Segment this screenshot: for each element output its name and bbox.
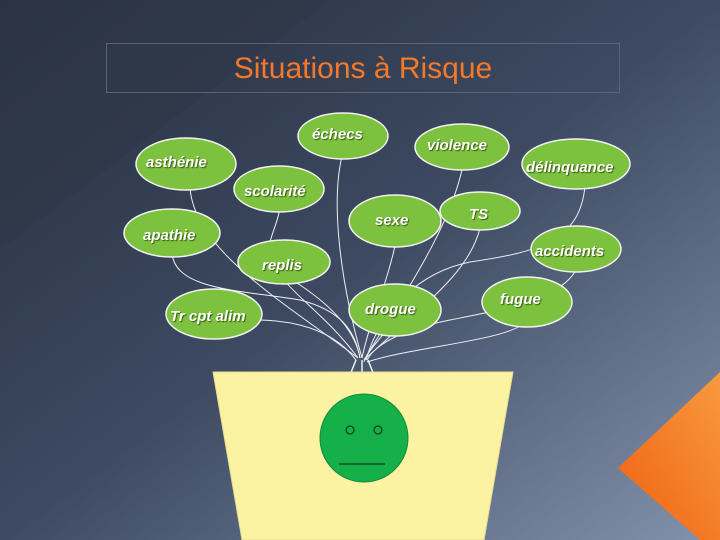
label-apathie: apathie bbox=[143, 227, 196, 244]
right-eye-icon bbox=[373, 425, 383, 435]
bubble-fugue bbox=[481, 276, 573, 328]
bubble-delinquance bbox=[521, 138, 631, 190]
bubble-sexe bbox=[348, 194, 442, 248]
bubble-accidents bbox=[530, 225, 622, 273]
label-fugue: fugue bbox=[500, 291, 541, 308]
bubble-ts bbox=[439, 191, 521, 231]
branch-scolarite bbox=[268, 207, 361, 359]
branch-ts bbox=[365, 227, 481, 359]
label-echecs: échecs bbox=[312, 126, 363, 143]
branch-echecs bbox=[336, 151, 363, 359]
label-drogue: drogue bbox=[365, 301, 416, 318]
bubble-echecs bbox=[297, 112, 389, 160]
label-asthenie: asthénie bbox=[146, 154, 207, 171]
label-sexe: sexe bbox=[375, 212, 409, 229]
branch-replis bbox=[283, 279, 359, 359]
label-tr-cpt-alim: Tr cpt alim bbox=[170, 308, 246, 325]
branch-apathie bbox=[171, 252, 361, 359]
bubble-replis bbox=[237, 239, 331, 285]
page-title: Situations à Risque bbox=[233, 52, 493, 85]
left-eye-icon bbox=[345, 425, 355, 435]
label-scolarite: scolarité bbox=[244, 183, 306, 200]
bubble-drogue bbox=[348, 283, 442, 337]
bubble-asthenie bbox=[135, 137, 237, 191]
label-delinquance: délinquance bbox=[526, 159, 614, 176]
corner-accent-shape bbox=[618, 372, 720, 540]
label-accidents: accidents bbox=[535, 243, 605, 260]
bubble-violence bbox=[414, 123, 510, 171]
label-ts: TS bbox=[469, 206, 489, 223]
bubble-tr-cpt-alim bbox=[165, 288, 263, 340]
title-frame bbox=[106, 43, 620, 93]
face bbox=[319, 393, 409, 483]
label-violence: violence bbox=[427, 137, 488, 154]
label-replis: replis bbox=[262, 257, 303, 274]
bubble-apathie bbox=[123, 208, 221, 258]
branch-violence bbox=[363, 164, 464, 361]
bubble-scolarite bbox=[233, 165, 325, 213]
